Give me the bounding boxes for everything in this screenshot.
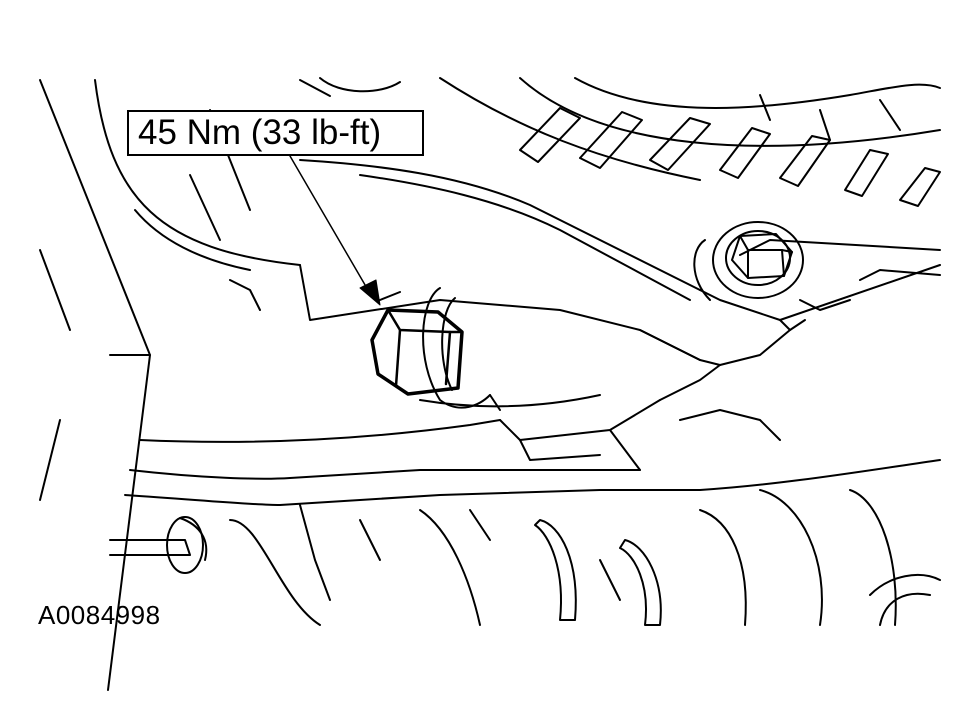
torque-callout: 45 Nm (33 lb-ft) [127, 110, 424, 156]
flange-bolt-icon [694, 222, 803, 300]
lower-structure [110, 490, 940, 625]
leader-arrow-icon [290, 156, 380, 305]
torque-value-label: 45 Nm (33 lb-ft) [138, 113, 382, 152]
figure-id-label: A0084998 [38, 600, 161, 630]
hex-drain-plug-icon [372, 310, 462, 394]
case-body [125, 160, 940, 505]
left-frame [40, 80, 300, 690]
upper-housing [300, 78, 940, 255]
